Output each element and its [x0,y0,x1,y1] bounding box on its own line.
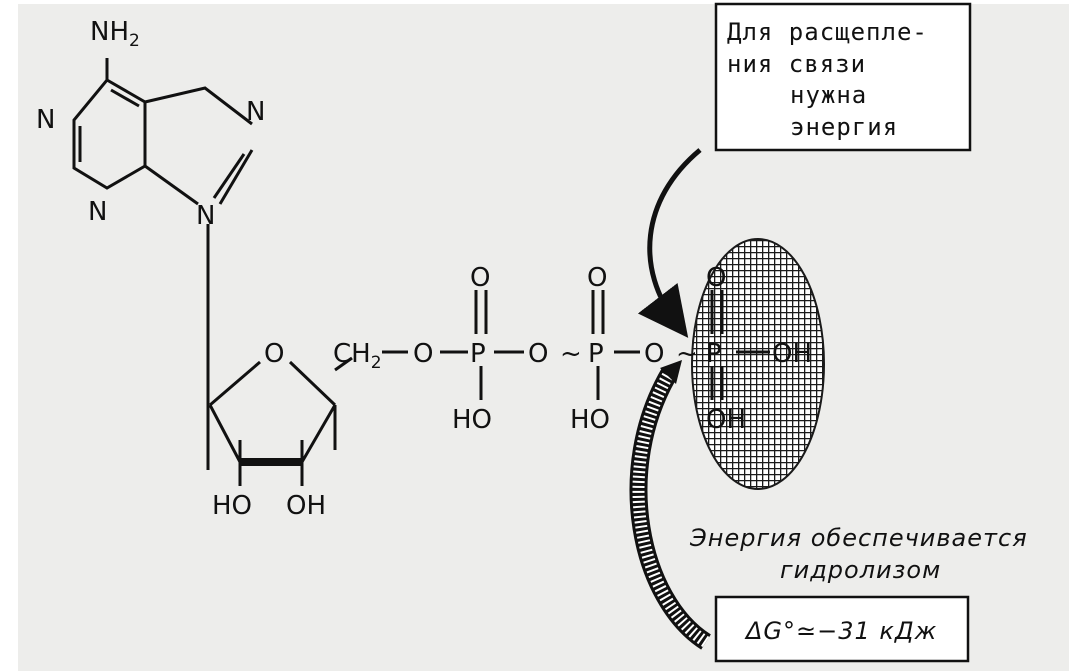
bridge-oxygen-1: O [413,339,433,369]
high-energy-bond-1: ~ [560,339,582,369]
note-line-1: Для расщепле- [727,18,928,46]
bond-cleavage-note-box [714,2,972,152]
ribose-bonds [208,356,353,486]
gamma-hydroxyl-bottom: OH [706,405,746,435]
terminal-phosphate-highlight [691,238,825,490]
atom-n3: N [88,197,107,227]
amino-label: NH2 [90,17,140,51]
adenine-bonds [72,58,254,470]
atom-n1: N [36,105,55,135]
alpha-oxo: O [470,263,490,293]
beta-hydroxyl: HO [570,405,610,435]
ch2-label: CH2 [333,339,382,373]
gamma-hydroxyl-right: OH [772,339,812,369]
energy-required-arrow [637,148,702,338]
bridge-oxygen-2: O [528,339,548,369]
gamma-oxo: O [706,263,726,293]
ribose-2-hydroxyl: HO [212,491,252,521]
beta-oxo: O [587,263,607,293]
phosphorus-beta: P [588,339,604,369]
ribose-ring-oxygen: O [264,339,284,369]
hydrolysis-energy-arrow [629,360,712,650]
phosphate-bonds [382,290,770,400]
phosphorus-alpha: P [470,339,486,369]
atom-n7: N [246,97,265,127]
delta-g-value: ΔG°≃−31 кДж [744,617,937,645]
atom-n9: N [196,201,215,231]
note-line-4: энергия [790,113,898,141]
delta-g-box [714,595,970,663]
hydrolysis-caption-line-2: гидролизом [780,556,941,584]
hydrolysis-caption-line-1: Энергия обеспечивается [689,524,1028,552]
note-line-3: нужна [790,81,867,109]
note-line-2: ния связи [727,50,866,78]
phosphorus-gamma: P [706,339,722,369]
ribose-3-hydroxyl: OH [286,491,326,521]
alpha-hydroxyl: HO [452,405,492,435]
bridge-oxygen-3: O [644,339,664,369]
